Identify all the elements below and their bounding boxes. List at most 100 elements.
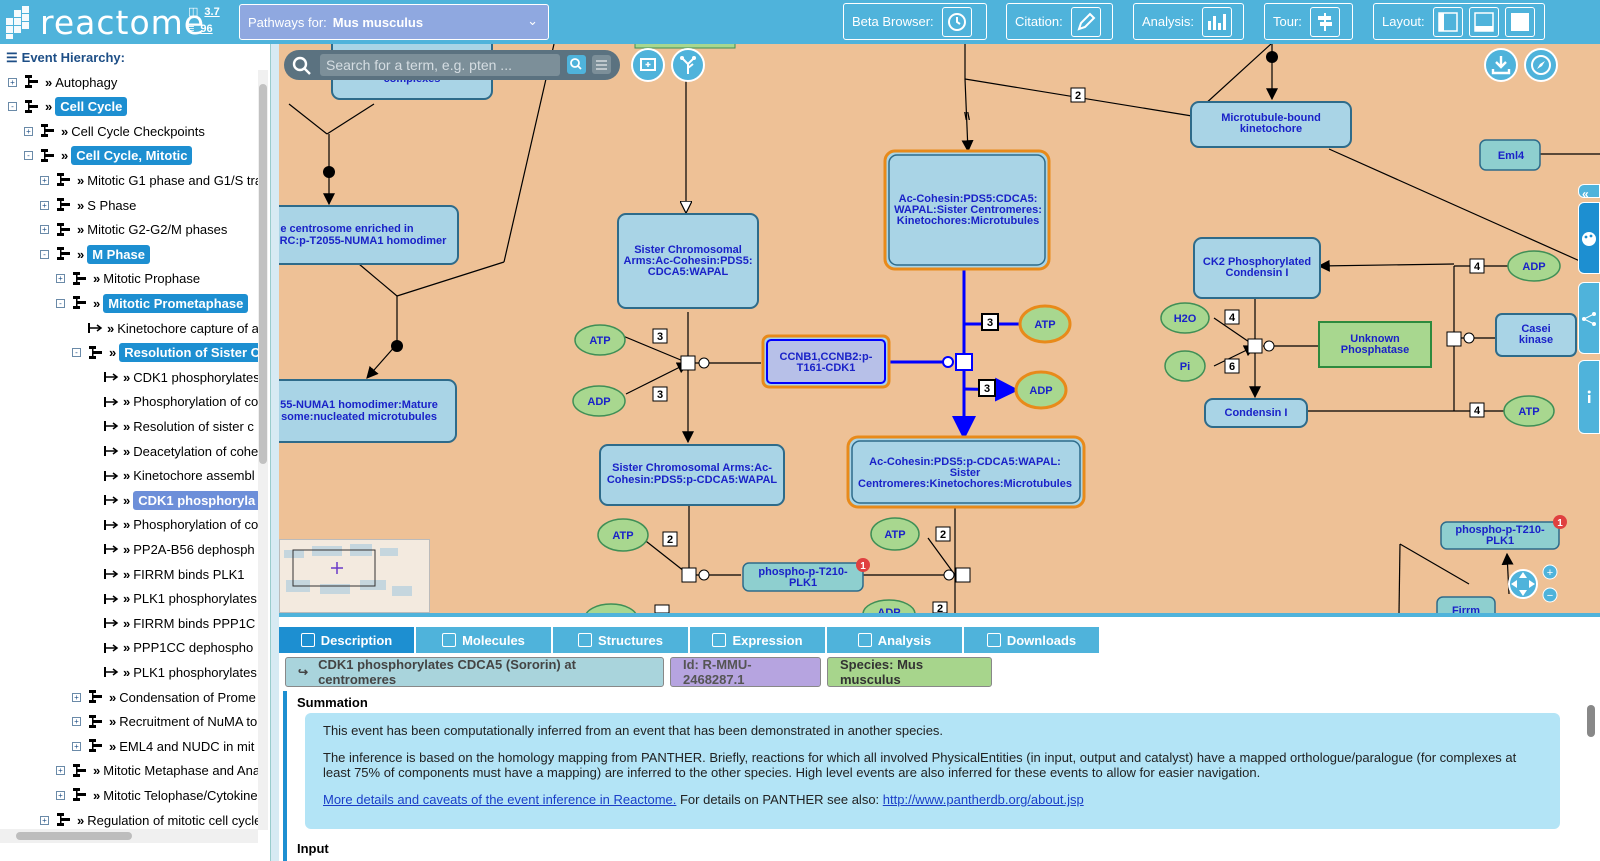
tree-item[interactable]: +»Condensation of Prome bbox=[72, 686, 256, 708]
pan-controls[interactable] bbox=[1508, 569, 1538, 599]
tree-item-label[interactable]: Phosphorylation of co bbox=[133, 394, 258, 410]
open-diagram-icon[interactable]: » bbox=[123, 615, 130, 631]
open-diagram-icon[interactable]: » bbox=[93, 787, 100, 803]
open-diagram-icon[interactable]: » bbox=[77, 172, 84, 188]
species-selector[interactable]: Pathways for: Mus musculus ⌄ bbox=[239, 4, 549, 40]
tree-item-label[interactable]: Mitotic G1 phase and G1/S tra bbox=[87, 172, 258, 188]
tree-vertical-scrollbar[interactable] bbox=[258, 70, 268, 830]
fit-diagram-button[interactable] bbox=[631, 48, 665, 82]
inference-details-link[interactable]: More details and caveats of the event in… bbox=[323, 792, 677, 807]
open-diagram-icon[interactable]: » bbox=[61, 123, 68, 139]
tree-item-label[interactable]: Deacetylation of cohe bbox=[133, 443, 258, 459]
tree-item-label[interactable]: Mitotic Prophase bbox=[103, 271, 201, 287]
complex-node-cohesin-top[interactable]: Ac-Cohesin:PDS5:CDCA5: WAPAL:Sister Cent… bbox=[883, 149, 1051, 271]
tree-item-label[interactable]: PP2A-B56 dephosph bbox=[133, 541, 255, 557]
open-diagram-icon[interactable]: » bbox=[123, 418, 130, 434]
tab-molecules[interactable]: Molecules bbox=[416, 627, 551, 653]
tree-item[interactable]: +»Mitotic Prophase bbox=[56, 268, 200, 290]
open-diagram-icon[interactable]: » bbox=[77, 812, 84, 828]
vertical-splitter-handle[interactable]: ▴ ••• ▾ bbox=[900, 612, 926, 613]
details-scrollbar[interactable] bbox=[1586, 691, 1596, 861]
open-diagram-icon[interactable]: » bbox=[77, 246, 84, 262]
protein-node-eml4[interactable]: Eml4 bbox=[1479, 139, 1541, 171]
open-diagram-icon[interactable]: » bbox=[123, 468, 130, 484]
layout-bottom-icon[interactable] bbox=[1468, 6, 1499, 37]
tree-hscroll-thumb[interactable] bbox=[16, 832, 132, 840]
side-tab-info[interactable] bbox=[1578, 360, 1600, 434]
event-id-tag[interactable]: Id: R-MMU-2468287.1 bbox=[670, 657, 821, 687]
tree-item-label[interactable]: Mitotic Prometaphase bbox=[103, 293, 249, 313]
tree-item-label[interactable]: PPP1CC dephospho bbox=[133, 640, 254, 656]
tree-item[interactable]: »FIRRM binds PLK1 bbox=[88, 563, 245, 585]
species-tag[interactable]: Species: Mus musculus bbox=[827, 657, 992, 687]
open-diagram-icon[interactable]: » bbox=[123, 492, 130, 508]
tree-item[interactable]: +»Cell Cycle Checkpoints bbox=[24, 120, 205, 142]
pathway-diagram[interactable]: 2 3 3 3 3 2 2 4 4 6 4 2 \\ complexes bbox=[279, 44, 1600, 613]
protein-node-firrm[interactable]: Firrm bbox=[1436, 596, 1496, 613]
open-diagram-icon[interactable]: » bbox=[45, 99, 52, 115]
open-diagram-icon[interactable]: » bbox=[93, 295, 100, 311]
reactome-logo[interactable]: reactome bbox=[4, 2, 205, 42]
complex-node-cdk1[interactable]: CCNB1,CCNB2:p- T161-CDK1 bbox=[761, 334, 891, 389]
tree-item[interactable]: »Deacetylation of cohe bbox=[88, 440, 258, 462]
analysis-button[interactable]: Analysis: bbox=[1133, 3, 1244, 40]
open-diagram-icon[interactable]: » bbox=[123, 394, 130, 410]
complex-node-centrosome[interactable]: e centrosome enriched in RC:p-T2055-NUMA… bbox=[279, 205, 459, 265]
open-diagram-icon[interactable]: » bbox=[123, 591, 130, 607]
tree-item-label[interactable]: Cell Cycle bbox=[55, 97, 128, 117]
open-diagram-icon[interactable]: » bbox=[93, 763, 100, 779]
tree-item-label[interactable]: S Phase bbox=[87, 197, 137, 213]
diagram-thumbnail[interactable] bbox=[279, 539, 430, 613]
open-diagram-icon[interactable]: » bbox=[123, 517, 130, 533]
collapse-icon[interactable]: - bbox=[40, 249, 49, 259]
expand-icon[interactable]: + bbox=[56, 790, 65, 800]
tree-item[interactable]: +»Recruitment of NuMA to bbox=[72, 711, 257, 733]
zoom-out-button[interactable]: − bbox=[1542, 587, 1558, 603]
expand-icon[interactable]: + bbox=[40, 815, 49, 825]
tree-item[interactable]: +»Autophagy bbox=[8, 71, 117, 93]
complex-node-cohesin-bottom[interactable]: Ac-Cohesin:PDS5:p-CDCA5:WAPAL: Sister Ce… bbox=[846, 435, 1086, 509]
open-diagram-icon[interactable]: » bbox=[93, 271, 100, 287]
diagram-search-input[interactable] bbox=[320, 54, 560, 76]
tree-item-label[interactable]: EML4 and NUDC in mit bbox=[119, 738, 255, 754]
tree-item-label[interactable]: Condensation of Prome bbox=[119, 689, 256, 705]
molecule-node-atp[interactable]: ATP bbox=[574, 324, 626, 356]
open-diagram-icon[interactable]: » bbox=[77, 222, 84, 238]
tree-item-label[interactable]: PLK1 phosphorylates bbox=[133, 591, 257, 607]
version-number[interactable]: 3.7 bbox=[204, 6, 220, 18]
tree-item[interactable]: +»Mitotic Telophase/Cytokine bbox=[56, 784, 258, 806]
side-tab-share[interactable] bbox=[1578, 282, 1600, 354]
tree-item-label[interactable]: Kinetochore assembl bbox=[133, 468, 255, 484]
protein-node-casein-kinase[interactable]: Casei kinase bbox=[1495, 313, 1577, 357]
tab-downloads[interactable]: Downloads bbox=[964, 627, 1099, 653]
entity-node-unknown-phosphatase[interactable]: Unknown Phosphatase bbox=[1318, 321, 1432, 368]
tree-item-label[interactable]: Mitotic Metaphase and Ana bbox=[103, 763, 258, 779]
tree-item[interactable]: +»EML4 and NUDC in mit bbox=[72, 735, 254, 757]
zoom-in-button[interactable]: + bbox=[1542, 564, 1558, 580]
protein-node-plk1-right[interactable]: phospho-p-T210- PLK1 1 bbox=[1440, 515, 1567, 550]
illustration-button[interactable] bbox=[671, 48, 705, 82]
open-diagram-icon[interactable]: » bbox=[123, 541, 130, 557]
molecule-node-pi[interactable]: Pi bbox=[1164, 350, 1206, 382]
tree-item[interactable]: -»M Phase bbox=[40, 243, 150, 265]
tree-item-label[interactable]: CDK1 phosphorylates bbox=[133, 369, 258, 385]
complex-node-microtubule-kinetochore[interactable]: Microtubule-bound kinetochore bbox=[1190, 101, 1352, 148]
open-diagram-icon[interactable]: » bbox=[123, 369, 130, 385]
tree-item[interactable]: »PLK1 phosphorylates bbox=[88, 661, 257, 683]
tree-item-label[interactable]: FIRRM binds PPP1C bbox=[133, 615, 256, 631]
expand-icon[interactable]: + bbox=[40, 200, 49, 210]
event-name-tag[interactable]: ↪ CDK1 phosphorylates CDCA5 (Sororin) at… bbox=[285, 657, 664, 687]
tree-item-label[interactable]: Kinetochore capture of a bbox=[117, 320, 258, 336]
tree-item[interactable]: +»Mitotic G1 phase and G1/S tra bbox=[40, 169, 258, 191]
tree-item[interactable]: -»Cell Cycle bbox=[8, 96, 128, 118]
expand-icon[interactable]: + bbox=[56, 766, 65, 776]
tab-analysis[interactable]: Analysis bbox=[827, 627, 962, 653]
tree-item-label[interactable]: Resolution of sister c bbox=[133, 418, 254, 434]
tree-item[interactable]: »Resolution of sister c bbox=[88, 415, 254, 437]
details-scroll-thumb[interactable] bbox=[1587, 705, 1595, 737]
tree-item-label[interactable]: Cell Cycle Checkpoints bbox=[71, 123, 205, 139]
protein-node-plk1-mid[interactable]: phospho-p-T210- PLK1 1 bbox=[742, 558, 870, 592]
tree-item[interactable]: +»Regulation of mitotic cell cycle bbox=[40, 809, 258, 831]
collapse-icon[interactable]: - bbox=[72, 348, 81, 358]
tree-item-label[interactable]: Recruitment of NuMA to bbox=[119, 714, 258, 730]
